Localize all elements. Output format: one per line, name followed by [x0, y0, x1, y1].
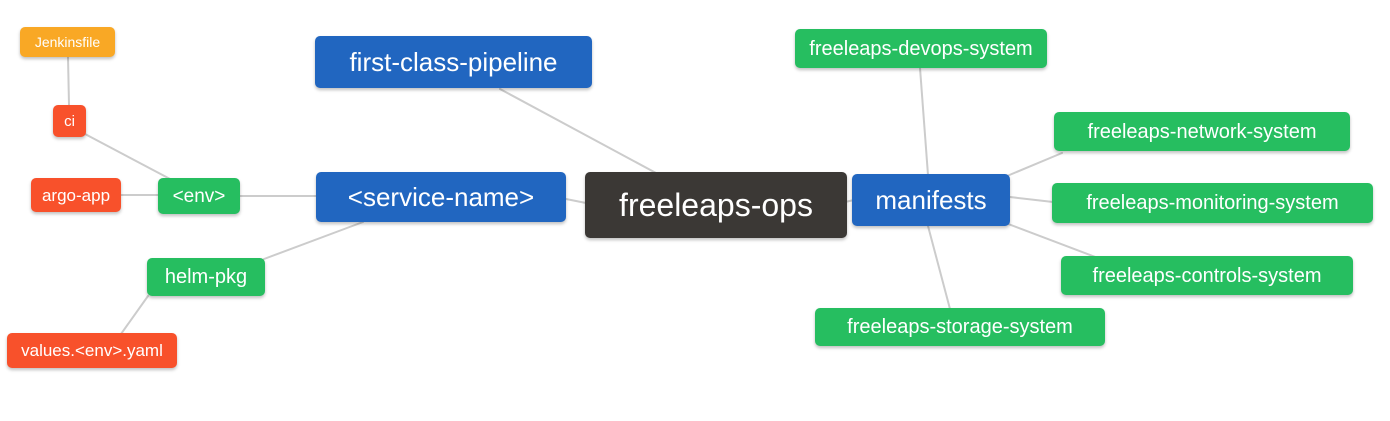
edge-service-name-freeleaps-ops — [565, 198, 587, 204]
edge-service-name-helm-pkg — [263, 221, 364, 260]
edge-manifests-monitoring-system — [1009, 196, 1054, 203]
node-jenkinsfile[interactable]: Jenkinsfile — [20, 27, 115, 57]
edge-manifests-controls-system — [1002, 221, 1099, 259]
node-argo-app[interactable]: argo-app — [31, 178, 121, 212]
node-ci[interactable]: ci — [53, 105, 86, 137]
node-freeleaps-storage-system[interactable]: freeleaps-storage-system — [815, 308, 1105, 346]
node-env[interactable]: <env> — [158, 178, 240, 214]
edge-manifests-network-system — [1006, 152, 1063, 177]
edge-ci-env — [84, 133, 173, 181]
node-freeleaps-controls-system[interactable]: freeleaps-controls-system — [1061, 256, 1353, 295]
node-values-env-yaml[interactable]: values.<env>.yaml — [7, 333, 177, 368]
node-freeleaps-ops[interactable]: freeleaps-ops — [585, 172, 847, 238]
node-freeleaps-devops-system[interactable]: freeleaps-devops-system — [795, 29, 1047, 68]
node-freeleaps-network-system[interactable]: freeleaps-network-system — [1054, 112, 1350, 151]
node-first-class-pipeline[interactable]: first-class-pipeline — [315, 36, 592, 88]
node-service-name[interactable]: <service-name> — [316, 172, 566, 222]
node-helm-pkg[interactable]: helm-pkg — [147, 258, 265, 296]
edge-helm-pkg-values-yaml — [120, 295, 149, 335]
edge-first-class-pipeline-freeleaps-ops — [499, 88, 657, 174]
edge-jenkinsfile-ci — [67, 56, 70, 106]
node-freeleaps-monitoring-system[interactable]: freeleaps-monitoring-system — [1052, 183, 1373, 223]
edge-manifests-devops-system — [919, 67, 929, 176]
node-manifests[interactable]: manifests — [852, 174, 1010, 226]
edge-manifests-storage-system — [927, 225, 951, 310]
